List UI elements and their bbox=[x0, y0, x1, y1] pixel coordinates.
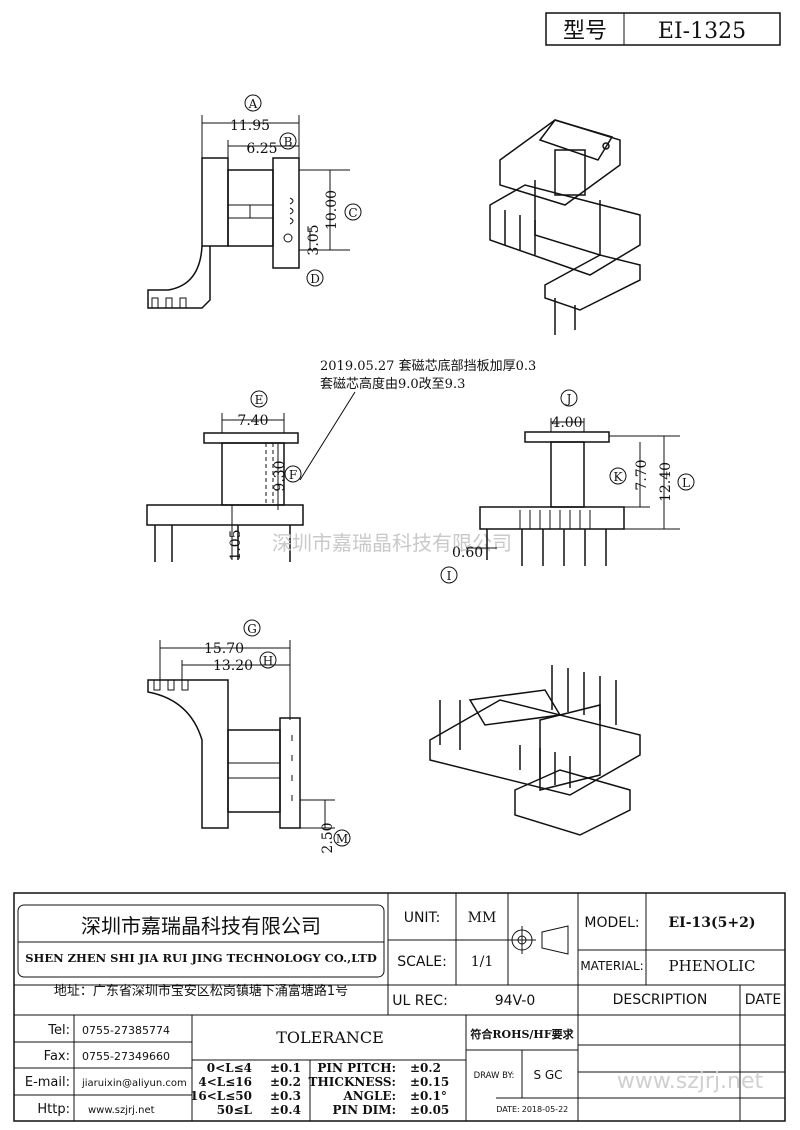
dim-k-value: 7.70 bbox=[634, 459, 650, 490]
tolerance-label: TOLERANCE bbox=[276, 1028, 384, 1047]
dim-d-letter: D bbox=[310, 272, 320, 286]
dim-f-letter: F bbox=[289, 468, 297, 482]
dim-f2-value: 1.05 bbox=[228, 529, 244, 560]
dim-a-letter: A bbox=[248, 97, 258, 111]
dim-j-letter: J bbox=[565, 392, 572, 406]
ul-rec-value: 94V-0 bbox=[495, 993, 536, 1009]
model-value: EI-13(5+2) bbox=[669, 915, 756, 931]
spec-label-2: ANGLE: bbox=[342, 1089, 396, 1103]
spec-value-1: ±0.15 bbox=[410, 1075, 449, 1089]
dim-i-letter: I bbox=[447, 569, 452, 583]
material-value: PHENOLIC bbox=[669, 957, 756, 975]
revision-note-line2: 套磁芯高度由9.0改至9.3 bbox=[320, 376, 465, 392]
dim-l-value: 12.40 bbox=[658, 462, 674, 502]
company-name-cn: 深圳市嘉瑞晶科技有限公司 bbox=[81, 914, 321, 938]
dim-b-letter: B bbox=[284, 135, 293, 149]
side-view-right: 4.00 J 7.70 K 12.40 L 0.60 I bbox=[440, 389, 695, 584]
tol-value-1: ±0.2 bbox=[270, 1075, 301, 1089]
dim-e-value: 7.40 bbox=[237, 413, 268, 429]
front-view: 7.40 E 9.30 F 1.05 bbox=[146, 390, 304, 562]
fax-label: Fax: bbox=[44, 1049, 70, 1064]
email-label: E-mail: bbox=[25, 1075, 70, 1090]
tol-range-3: 50≤L bbox=[217, 1103, 253, 1117]
scale-label: SCALE: bbox=[397, 954, 447, 970]
tol-range-1: 4<L≤16 bbox=[198, 1075, 252, 1089]
watermark: 深圳市嘉瑞晶科技有限公司 bbox=[272, 531, 512, 555]
dim-k-letter: K bbox=[614, 470, 624, 484]
model-label: MODEL: bbox=[584, 915, 639, 931]
model-header-label: 型号 bbox=[563, 19, 607, 44]
tel-value: 0755-27385774 bbox=[82, 1024, 170, 1037]
dim-a-value: 11.95 bbox=[230, 118, 270, 134]
dim-g-value: 15.70 bbox=[204, 641, 244, 657]
spec-value-2: ±0.1° bbox=[410, 1089, 447, 1103]
draw-by-value: S GC bbox=[533, 1068, 562, 1082]
ul-rec-label: UL REC: bbox=[392, 993, 448, 1009]
projection-symbol bbox=[508, 925, 569, 955]
dim-h-letter: H bbox=[263, 654, 273, 668]
dim-g-letter: G bbox=[247, 622, 257, 636]
side-view-top: 11.95 6.25 A B 10.00 C 3.05 D bbox=[147, 94, 362, 309]
tol-value-3: ±0.4 bbox=[270, 1103, 301, 1117]
material-label: MATERIAL: bbox=[580, 959, 643, 973]
company-address: 地址：广东省深圳市宝安区松岗镇塘下涌富塘路1号 bbox=[54, 983, 348, 999]
date-header-label: DATE bbox=[745, 992, 781, 1008]
website-watermark: www.szjrj.net bbox=[617, 1069, 764, 1094]
unit-value: MM bbox=[468, 910, 497, 926]
rohs-compliance: 符合ROHS/HF要求 bbox=[470, 1027, 574, 1041]
dim-f-value: 9.30 bbox=[272, 460, 288, 491]
title-block bbox=[13, 892, 786, 1122]
company-name-en: SHEN ZHEN SHI JIA RUI JING TECHNOLOGY CO… bbox=[25, 951, 377, 965]
isometric-view-bottom bbox=[429, 665, 641, 836]
dim-m-letter: M bbox=[336, 832, 348, 846]
revision-note-line1: 2019.05.27 套磁芯底部挡板加厚0.3 bbox=[320, 358, 536, 374]
date-label: DATE: bbox=[496, 1105, 520, 1114]
dim-j-value: 4.00 bbox=[551, 415, 582, 431]
spec-value-3: ±0.05 bbox=[410, 1103, 449, 1117]
tel-label: Tel: bbox=[47, 1023, 70, 1038]
title-block-text: 深圳市嘉瑞晶科技有限公司 SHEN ZHEN SHI JIA RUI JING … bbox=[25, 910, 781, 1117]
dim-b-value: 6.25 bbox=[246, 141, 277, 157]
dim-c-letter: C bbox=[348, 206, 357, 220]
fax-value: 0755-27349660 bbox=[82, 1050, 170, 1063]
unit-label: UNIT: bbox=[404, 910, 441, 926]
spec-label-0: PIN PITCH: bbox=[317, 1061, 396, 1075]
model-header: 型号 EI-1325 bbox=[545, 12, 781, 46]
date-value: 2018-05-22 bbox=[522, 1105, 569, 1114]
spec-label-3: PIN DIM: bbox=[332, 1103, 396, 1117]
spec-label-1: THICKNESS: bbox=[309, 1075, 396, 1089]
bottom-view: 15.70 13.20 G H 2.50 M bbox=[147, 619, 351, 854]
dim-l-letter: L bbox=[682, 476, 690, 490]
dim-h-value: 13.20 bbox=[213, 658, 253, 674]
dim-d-value: 3.05 bbox=[306, 224, 322, 255]
dim-e-letter: E bbox=[255, 393, 264, 407]
description-label: DESCRIPTION bbox=[613, 992, 708, 1008]
model-header-value: EI-1325 bbox=[658, 19, 746, 44]
dim-c-value: 10.00 bbox=[324, 190, 340, 230]
spec-value-0: ±0.2 bbox=[410, 1061, 441, 1075]
tol-value-0: ±0.1 bbox=[270, 1061, 301, 1075]
http-value: www.szjrj.net bbox=[88, 1105, 155, 1116]
tol-range-0: 0<L≤4 bbox=[207, 1061, 252, 1075]
email-value: jiaruixin@aliyun.com bbox=[81, 1078, 187, 1089]
tol-range-2: 16<L≤50 bbox=[190, 1089, 252, 1103]
isometric-view-top bbox=[489, 119, 641, 335]
tol-value-2: ±0.3 bbox=[270, 1089, 301, 1103]
dim-i-value: 0.60 bbox=[452, 545, 483, 561]
dim-m-value: 2.50 bbox=[320, 822, 336, 853]
http-label: Http: bbox=[37, 1102, 70, 1117]
scale-value: 1/1 bbox=[471, 954, 494, 970]
draw-by-label: DRAW BY: bbox=[474, 1071, 515, 1081]
